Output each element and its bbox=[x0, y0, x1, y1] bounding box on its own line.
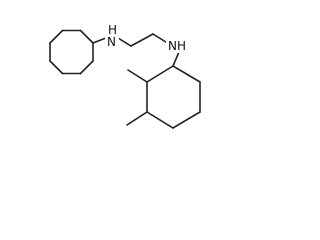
amine-left-label: H N bbox=[105, 23, 119, 49]
amine-left-h: H bbox=[108, 23, 117, 37]
bond-ring6-1 bbox=[172, 65, 201, 83]
bond-ring8-5 bbox=[49, 60, 64, 75]
amine-right-h: H bbox=[177, 39, 186, 53]
bond-ring8-1 bbox=[79, 29, 94, 44]
amine-left-n: N bbox=[107, 35, 116, 49]
bond-ring6-6 bbox=[146, 65, 174, 83]
bond-ring8-3 bbox=[79, 60, 94, 75]
bond-n-left-to-ch2 bbox=[117, 37, 132, 47]
cyclohexane-ring bbox=[146, 65, 201, 129]
methyl-groups bbox=[126, 69, 148, 126]
amine-right-label: N H bbox=[166, 37, 186, 53]
amine-right-n: N bbox=[168, 39, 177, 53]
cyclooctane-ring bbox=[49, 29, 94, 75]
bond-methyl-lower bbox=[126, 111, 148, 126]
bond-ring6-4 bbox=[146, 111, 174, 129]
bond-ch2-to-ch2 bbox=[130, 33, 154, 47]
bond-ring6-3 bbox=[172, 111, 201, 129]
bond-ring8-7 bbox=[49, 29, 64, 44]
bond-methyl-upper bbox=[127, 69, 148, 83]
molecule-diagram: H N N H bbox=[49, 23, 201, 129]
bond-n-right-to-ring bbox=[172, 51, 180, 67]
bond-ring-to-n-left bbox=[92, 37, 107, 44]
